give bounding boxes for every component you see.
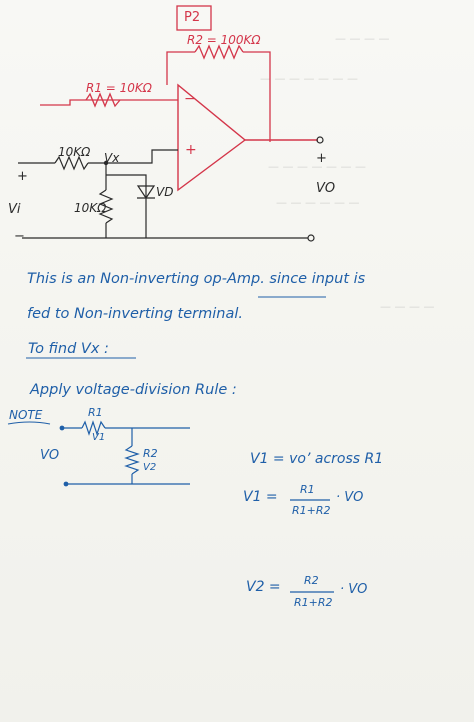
page-label: P2 [184,10,201,25]
equation-v2-numerator: R2 [304,574,319,587]
note-line-2: fed to Non-inverting terminal. [27,306,243,322]
input-resistor [18,149,178,171]
equation-v1-denominator: R1+R2 [292,504,331,517]
vo-label: VO [316,181,336,196]
note-label: NOTE [9,408,43,422]
diode-vd [106,174,156,238]
equation-v2-tail: · VO [340,582,368,597]
shunt-resistor [98,163,114,238]
inverting-input-minus: − [184,91,196,107]
bleed-through-text: — — — — — — — [268,160,366,173]
divider-v2-label: V2 [143,462,157,473]
equation-v2-denominator: R1+R2 [294,596,333,609]
input-minus-sign: − [14,229,25,244]
shunt-resistor-label: 10KΩ [74,201,107,215]
resistor-r1 [40,92,178,108]
page-label-box [176,5,212,31]
divider-vo-label: VO [40,448,60,463]
divider-node-top [59,425,65,431]
voltage-divider-sketch [62,420,190,485]
output-terminal-top [316,136,324,144]
equation-v1-definition: V1 = vo’ across R1 [250,451,384,467]
bleed-through-text: — — — — — — — [260,72,358,85]
note-underline [7,421,51,425]
divider-r2-label: R2 [143,447,158,460]
vd-label: VD [156,185,174,199]
r2-label: R2 = 100KΩ [187,33,261,47]
r1-label: R1 = 10KΩ [86,81,152,95]
equation-v2-lhs: V2 = [246,579,281,595]
input-plus-sign: + [17,169,28,184]
note-line-1: This is an Non-inverting op-Amp. since i… [27,271,366,287]
section-heading: To find Vx : [28,341,109,357]
noninverting-input-plus: + [185,142,197,158]
equation-v1-tail: · VO [336,490,364,505]
bleed-through-text: — — — — [380,300,435,313]
rule-statement: Apply voltage-division Rule : [30,382,237,398]
divider-node-bottom [63,481,69,487]
vi-label: Vi [8,202,21,217]
bleed-through-text: — — — — — — [276,196,360,209]
feedback-resistor-r2 [166,44,271,142]
equation-v1-numerator: R1 [300,483,315,496]
equation-v1-lhs: V1 = [243,489,278,505]
input-resistor-label: 10KΩ [58,145,91,159]
output-plus-sign: + [316,151,327,166]
divider-v1-label: V1 [92,432,106,443]
op-amp-symbol [177,83,318,192]
divider-r1-label: R1 [88,406,103,419]
output-terminal-bottom [307,234,315,242]
bleed-through-text: — — — — [335,32,390,45]
vx-label: Vx [104,151,120,165]
